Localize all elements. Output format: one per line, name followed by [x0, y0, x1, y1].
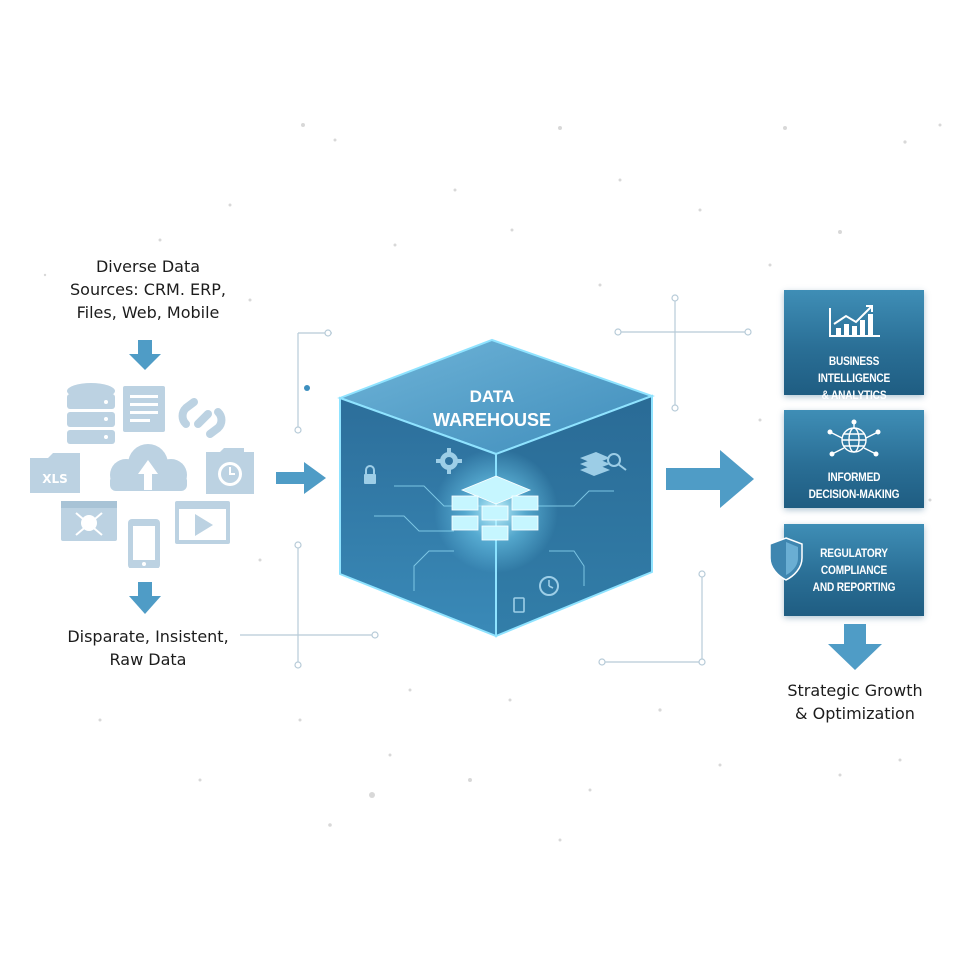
sources-caption: Diverse Data Sources: CRM. ERP, Files, W…	[70, 257, 226, 322]
link-icon	[178, 398, 226, 438]
lock-icon	[364, 465, 376, 484]
background-speckles	[43, 123, 942, 842]
output-label-business-intelligence: BUSINESS INTELLIGENCE & ANALYTICS	[817, 356, 891, 402]
arrow-down-large-icon	[828, 624, 882, 670]
network-globe-icon	[827, 419, 881, 457]
document-icon	[123, 386, 165, 432]
cloud-upload-icon	[110, 444, 187, 491]
output-box-regulatory-compliance: REGULATORY COMPLIANCE AND REPORTING	[784, 524, 924, 616]
output-box-business-intelligence: BUSINESS INTELLIGENCE & ANALYTICS	[784, 290, 924, 402]
database-icon	[67, 383, 115, 444]
arrow-down-icon	[129, 582, 161, 614]
arrow-down-icon	[129, 340, 161, 370]
books-search-icon	[580, 452, 627, 476]
connector-lines	[240, 294, 752, 669]
warehouse-title-line1: DATA	[470, 387, 515, 406]
output-label-decision-making: INFORMED DECISION-MAKING	[808, 472, 900, 501]
svg-text:XLS: XLS	[42, 472, 68, 486]
data-warehouse-cube: DATA WAREHOUSE	[337, 338, 655, 638]
output-box-decision-making: INFORMED DECISION-MAKING	[784, 410, 924, 508]
input-icons-cluster: XLS	[30, 340, 254, 568]
video-player-icon	[175, 501, 230, 544]
clock-folder-icon	[206, 448, 254, 494]
stacked-blocks-icon	[451, 475, 539, 541]
connector-node	[304, 385, 310, 391]
arrow-right-icon	[276, 462, 326, 494]
arrow-right-large-icon	[666, 450, 754, 508]
xls-folder-icon: XLS	[30, 453, 80, 493]
bar-chart-icon	[829, 305, 880, 337]
gear-icon	[436, 448, 462, 474]
strategic-growth-caption: Strategic Growth & Optimization	[787, 681, 923, 723]
warehouse-title-line2: WAREHOUSE	[433, 410, 551, 430]
mobile-phone-icon	[128, 519, 160, 568]
tablet-icon	[513, 597, 525, 613]
bug-window-icon	[61, 501, 117, 541]
raw-data-caption: Disparate, Insistent, Raw Data	[67, 627, 229, 669]
shield-icon	[769, 537, 803, 581]
clock-icon	[539, 576, 559, 596]
output-label-regulatory-compliance: REGULATORY COMPLIANCE AND REPORTING	[812, 548, 896, 594]
